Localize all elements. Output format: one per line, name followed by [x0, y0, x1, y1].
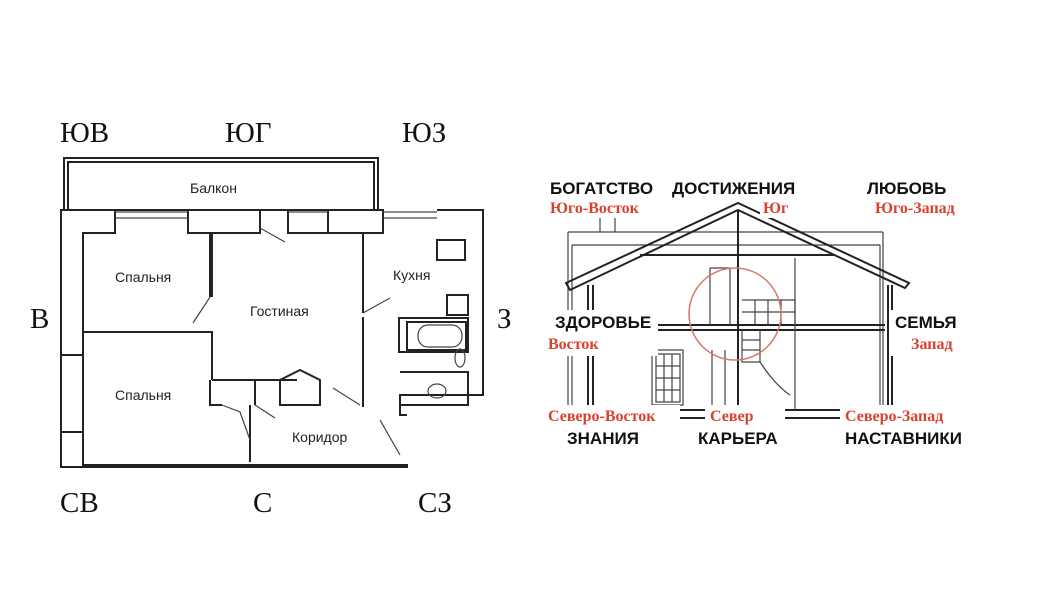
compass-southeast: ЮВ	[60, 117, 110, 149]
room-balcony: Балкон	[190, 180, 237, 196]
room-bedroom-1: Спальня	[115, 269, 171, 285]
zone-achievements: ДОСТИЖЕНИЯ	[672, 179, 795, 198]
compass-west: З	[497, 303, 512, 335]
zone-health-direction: Восток	[548, 336, 599, 353]
zone-mentors-direction: Северо-Запад	[845, 408, 943, 425]
compass-north: С	[253, 487, 273, 519]
floor-plan: Балкон Спальня Спальня Гостиная Кухня Ко…	[60, 157, 484, 468]
zone-family-direction: Запад	[911, 336, 953, 353]
room-kitchen: Кухня	[393, 267, 430, 283]
zone-love: ЛЮБОВЬ	[867, 179, 946, 198]
zone-love-direction: Юго-Запад	[875, 200, 955, 217]
zone-achievements-direction: Юг	[763, 200, 788, 217]
zone-career: КАРЬЕРА	[698, 429, 778, 448]
compass-northeast: СВ	[60, 487, 99, 519]
highlight-circle	[688, 267, 782, 361]
zone-knowledge: ЗНАНИЯ	[567, 429, 639, 448]
room-living: Гостиная	[250, 303, 309, 319]
zone-career-direction: Север	[710, 408, 754, 425]
room-corridor: Коридор	[292, 429, 348, 445]
zone-family: СЕМЬЯ	[895, 313, 957, 332]
zone-health: ЗДОРОВЬЕ	[555, 313, 651, 332]
compass-southwest: ЮЗ	[402, 117, 447, 149]
zone-wealth-direction: Юго-Восток	[550, 200, 640, 217]
zone-knowledge-direction: Северо-Восток	[548, 408, 656, 425]
house-section: БОГАТСТВО Юго-Восток ДОСТИЖЕНИЯ Юг ЛЮБОВ…	[545, 178, 975, 448]
compass-northwest: СЗ	[418, 487, 452, 519]
compass-south: ЮГ	[225, 117, 272, 149]
compass-east: В	[30, 303, 50, 335]
room-bedroom-2: Спальня	[115, 387, 171, 403]
zone-mentors: НАСТАВНИКИ	[845, 429, 962, 448]
zone-wealth: БОГАТСТВО	[550, 179, 653, 198]
